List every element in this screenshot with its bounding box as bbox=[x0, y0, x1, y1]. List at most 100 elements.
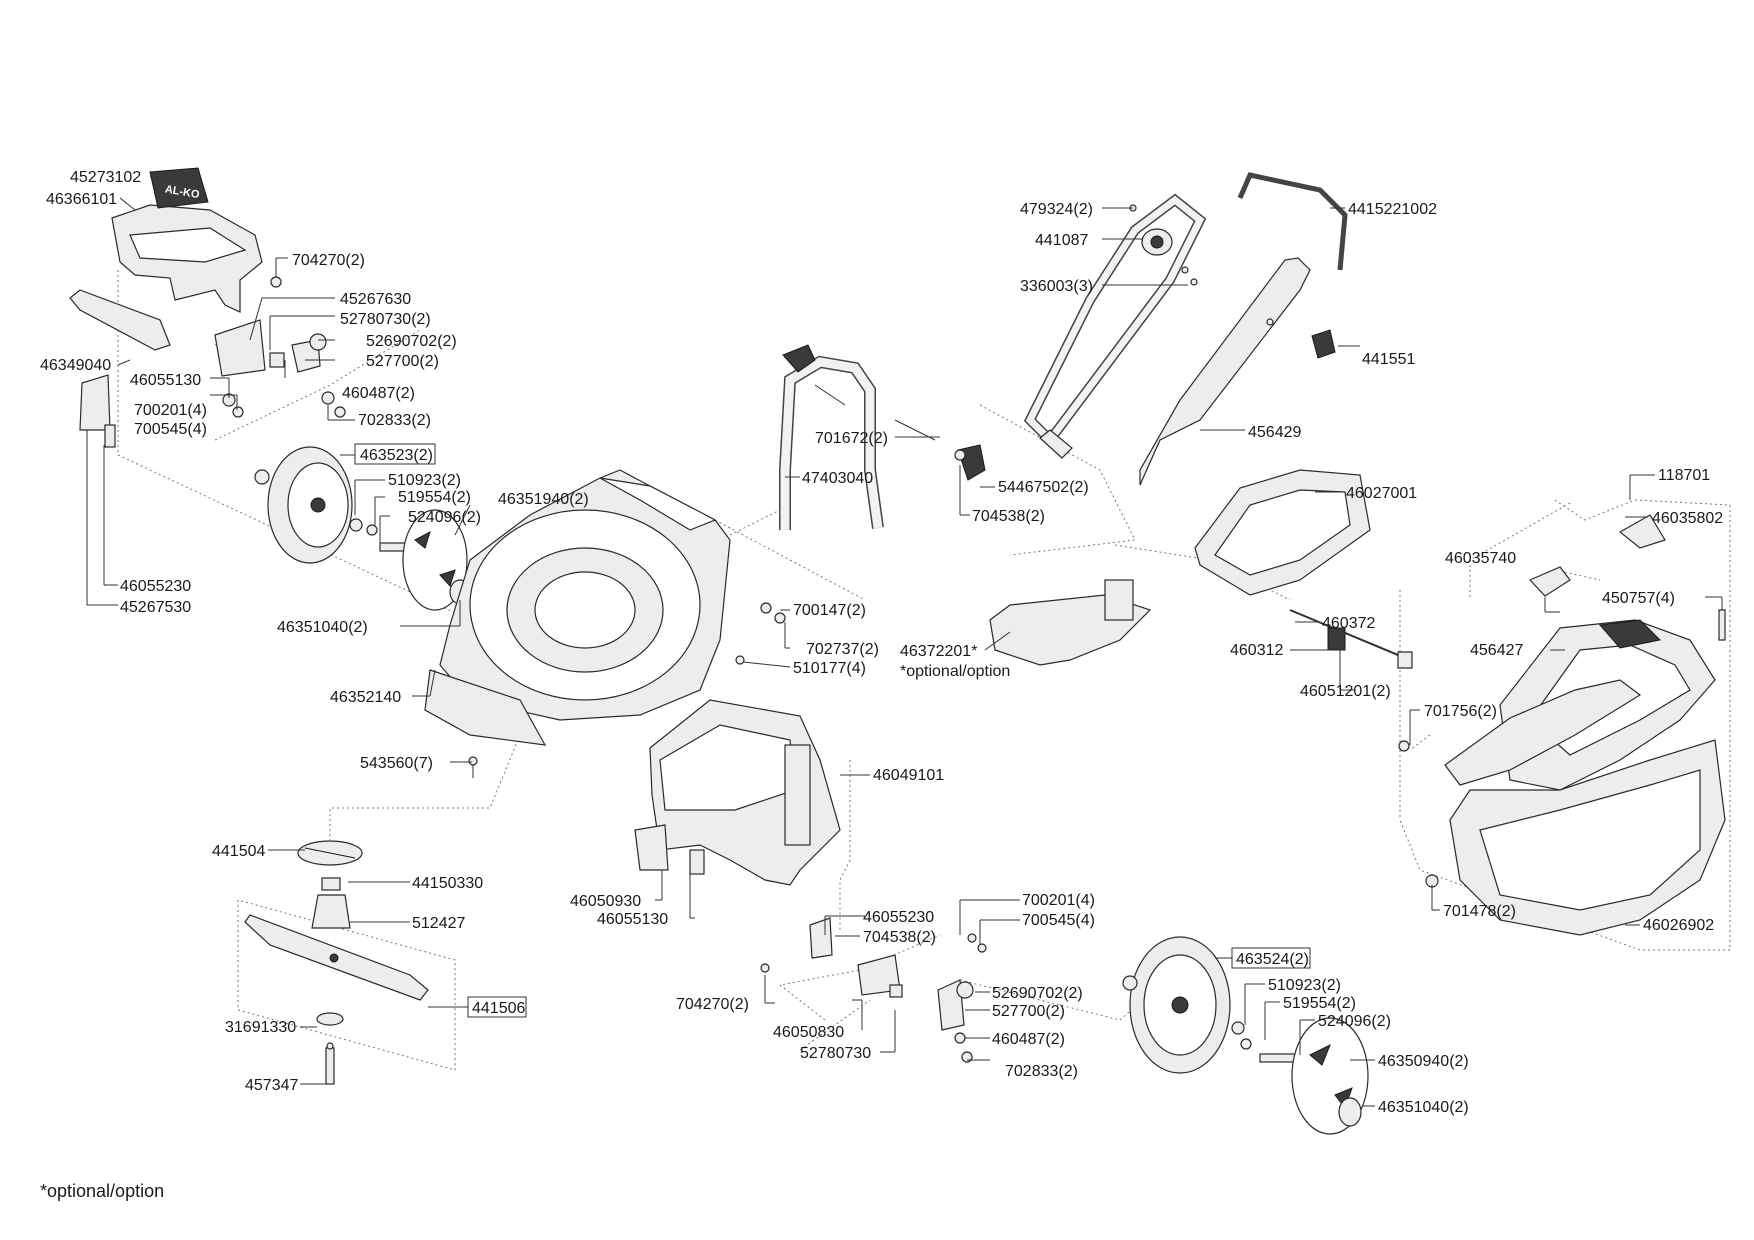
label-700545-4-b: 700545(4) bbox=[1022, 912, 1095, 929]
lower-handle bbox=[779, 355, 884, 530]
label-46026902: 46026902 bbox=[1643, 917, 1714, 934]
label-510923-2-a: 510923(2) bbox=[388, 472, 461, 489]
label-4415221002: 4415221002 bbox=[1348, 201, 1437, 218]
footnote-optional: *optional/option bbox=[40, 1181, 165, 1201]
handle-knobs-lower bbox=[782, 344, 986, 481]
label-704538-2-a: 704538(2) bbox=[972, 508, 1045, 525]
label-optional-inline: *optional/option bbox=[900, 663, 1010, 680]
label-460487-2-a: 460487(2) bbox=[342, 385, 415, 402]
label-46350940-2: 46350940(2) bbox=[1378, 1053, 1469, 1070]
label-519554-2-b: 519554(2) bbox=[1283, 995, 1356, 1012]
label-46055130-b: 46055130 bbox=[597, 911, 668, 928]
label-441551: 441551 bbox=[1362, 351, 1415, 368]
top-cover-part bbox=[111, 204, 263, 313]
grass-catcher-handle bbox=[1444, 679, 1642, 786]
grass-catcher-basket bbox=[1449, 739, 1726, 936]
label-704270-2-b: 704270(2) bbox=[676, 996, 749, 1013]
rear-wheel-left bbox=[254, 446, 471, 611]
label-510923-2-b: 510923(2) bbox=[1268, 977, 1341, 994]
start-bail bbox=[1237, 172, 1348, 271]
label-441504: 441504 bbox=[212, 843, 265, 860]
label-46050930: 46050930 bbox=[570, 893, 641, 910]
small-fasteners-left bbox=[222, 276, 346, 418]
label-460372: 460372 bbox=[1322, 615, 1375, 632]
label-54467502-2: 54467502(2) bbox=[998, 479, 1089, 496]
label-460487-2-b: 460487(2) bbox=[992, 1031, 1065, 1048]
upper-handle bbox=[1023, 193, 1311, 486]
part-labels: 45273102 46366101 704270(2) 45267630 527… bbox=[40, 169, 1723, 1116]
label-46349040: 46349040 bbox=[40, 357, 111, 374]
front-wheel bbox=[1122, 936, 1369, 1135]
label-31691330: 31691330 bbox=[225, 1019, 296, 1036]
alko-logo-plate: AL-KO bbox=[149, 167, 209, 209]
grass-bag-top bbox=[1194, 469, 1371, 596]
label-457347: 457347 bbox=[245, 1077, 298, 1094]
label-519554-2-a: 519554(2) bbox=[398, 489, 471, 506]
height-adjuster-center bbox=[634, 824, 705, 875]
label-44150330: 44150330 bbox=[412, 875, 483, 892]
label-46050830: 46050830 bbox=[773, 1024, 844, 1041]
label-46035740: 46035740 bbox=[1445, 550, 1516, 567]
label-46035802: 46035802 bbox=[1652, 510, 1723, 527]
label-52780730-2: 52780730(2) bbox=[340, 311, 431, 328]
cutting-blade bbox=[244, 914, 429, 1001]
label-702833-2-b: 702833(2) bbox=[1005, 1063, 1078, 1080]
mulch-insert bbox=[989, 579, 1152, 666]
label-45273102: 45273102 bbox=[70, 169, 141, 186]
label-527700-2-b: 527700(2) bbox=[992, 1003, 1065, 1020]
label-46027001: 46027001 bbox=[1346, 485, 1417, 502]
cable-knob bbox=[1129, 204, 1198, 286]
label-441087: 441087 bbox=[1035, 232, 1088, 249]
catcher-flap-parts bbox=[1398, 514, 1726, 888]
leader-lines bbox=[86, 176, 1723, 1107]
label-701672-2: 701672(2) bbox=[815, 430, 888, 447]
label-704270-2-a: 704270(2) bbox=[292, 252, 365, 269]
label-524096-2-a: 524096(2) bbox=[408, 509, 481, 526]
label-45267530: 45267530 bbox=[120, 599, 191, 616]
mower-deck bbox=[424, 469, 731, 746]
label-702737-2: 702737(2) bbox=[806, 641, 879, 658]
label-118701: 118701 bbox=[1658, 467, 1710, 484]
label-52690702-2-b: 52690702(2) bbox=[992, 985, 1083, 1002]
label-700545-4-a: 700545(4) bbox=[134, 421, 207, 438]
label-701478-2: 701478(2) bbox=[1443, 903, 1516, 920]
label-46055230-b: 46055230 bbox=[863, 909, 934, 926]
label-700201-4-a: 700201(4) bbox=[134, 402, 207, 419]
label-52780730: 52780730 bbox=[800, 1045, 871, 1062]
label-456427: 456427 bbox=[1470, 642, 1523, 659]
label-46051201-2: 46051201(2) bbox=[1300, 683, 1391, 700]
fan-impeller bbox=[297, 840, 363, 866]
label-460312: 460312 bbox=[1230, 642, 1283, 659]
label-463523-2: 463523(2) bbox=[360, 447, 433, 464]
label-543560-7: 543560(7) bbox=[360, 755, 433, 772]
cable-clip bbox=[1266, 318, 1336, 359]
label-46055230-a: 46055230 bbox=[120, 578, 191, 595]
label-46372201: 46372201* bbox=[900, 643, 977, 660]
blade-washer bbox=[316, 1012, 344, 1026]
label-456429: 456429 bbox=[1248, 424, 1301, 441]
label-704538-2-b: 704538(2) bbox=[863, 929, 936, 946]
label-46366101: 46366101 bbox=[46, 191, 117, 208]
label-46351040-2-b: 46351040(2) bbox=[1378, 1099, 1469, 1116]
rear-flap-bar bbox=[69, 289, 171, 351]
label-46055130-a: 46055130 bbox=[130, 372, 201, 389]
label-336003-3: 336003(3) bbox=[1020, 278, 1093, 295]
height-adjuster-bottom bbox=[760, 917, 987, 1063]
rear-chute bbox=[649, 699, 841, 886]
label-47403040: 47403040 bbox=[802, 470, 873, 487]
bag-rod-and-clip bbox=[1289, 609, 1413, 669]
label-510177-4: 510177(4) bbox=[793, 660, 866, 677]
label-45267630: 45267630 bbox=[340, 291, 411, 308]
deck-bolts bbox=[468, 602, 786, 778]
label-46352140: 46352140 bbox=[330, 689, 401, 706]
label-700201-4-b: 700201(4) bbox=[1022, 892, 1095, 909]
label-512427: 512427 bbox=[412, 915, 465, 932]
blade-assembly-box bbox=[237, 899, 456, 1071]
label-52690702-2-a: 52690702(2) bbox=[366, 333, 457, 350]
label-463524-2: 463524(2) bbox=[1236, 951, 1309, 968]
label-46351940-2: 46351940(2) bbox=[498, 491, 589, 508]
label-441506: 441506 bbox=[472, 1000, 525, 1017]
label-46351040-2-a: 46351040(2) bbox=[277, 619, 368, 636]
label-524096-2-b: 524096(2) bbox=[1318, 1013, 1391, 1030]
